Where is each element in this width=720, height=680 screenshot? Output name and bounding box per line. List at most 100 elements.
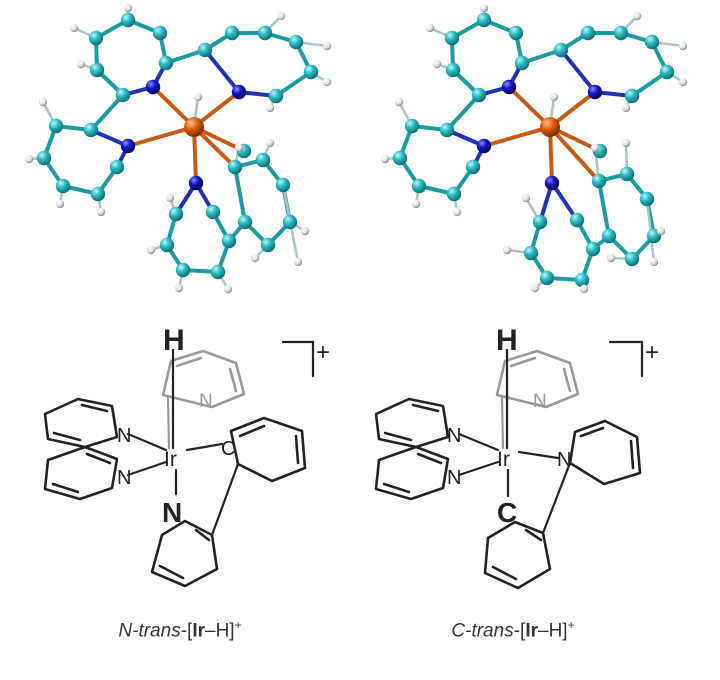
carbon-atom [303,64,319,80]
hydrogen-atom [530,283,540,293]
hydrogen-atom [678,77,688,87]
carbon-atom [36,150,52,166]
caption-bracket: -[ [513,620,526,642]
caption-bracket: -[ [180,620,193,642]
carbon-atom [237,214,253,230]
hydrogen-atom [96,207,106,217]
carbon-atom [275,177,291,193]
hydrogen-atom [394,97,404,107]
carbon-atom [569,212,585,228]
carbon-atom [90,186,106,202]
hydrogen-atom [123,3,133,13]
structure-n-trans-labels: H Ir N N N C N + [117,324,330,528]
hydrogen-atom [174,283,184,293]
carbon-atom [553,42,569,58]
hydrogen-atom [425,23,435,33]
hydrogen-atom [265,103,275,113]
carbon-atom [476,12,492,28]
hydrogen-atom [632,11,642,21]
hydrogen-atom [322,41,332,51]
carbon-atom [48,118,64,134]
hydrogen-atom [606,253,616,263]
carbon-atom [585,241,601,257]
hydrogen-atom [146,245,156,255]
carbon-atom [444,30,460,46]
hydrogen-atom [300,226,310,236]
bond [89,93,125,132]
hydrogen-atom [250,253,260,263]
carbon-atom [210,264,226,280]
carbon-atom [282,214,298,230]
ball-and-stick-model-c-trans [380,3,688,294]
iridium-atom [184,117,204,137]
bond [597,179,611,238]
nitrogen-atom [188,175,204,191]
hydrogen-atom [76,59,86,69]
bipyridine-ring-top [374,397,450,449]
carbon-atom [619,166,635,182]
carbon-atom [175,262,191,278]
carbon-atom [260,237,276,253]
iridium-atom [540,117,560,137]
bond [203,48,241,94]
hydrogen-atom [649,257,659,267]
phenyl-ring [229,416,307,483]
n-atom-label: N [533,391,547,412]
hydrogen-atom [432,59,442,69]
carbon-atom [404,118,420,134]
carbon-atom [580,25,596,41]
carbon-atom [55,178,71,194]
nitrogen-atom [501,79,517,95]
hydrogen-atom [24,154,34,164]
bond [550,181,579,222]
carbon-atom [514,55,530,71]
hydrogen-atom [55,199,65,209]
carbon-atom [613,25,629,41]
structure-c-trans [374,340,644,590]
carbon-atom [445,62,461,78]
carbon-atom [221,233,237,249]
n-atom-label: N [447,425,461,447]
carbon-atom [591,173,607,189]
caption-charge: + [567,618,575,632]
carbon-atom [539,270,555,286]
carbon-atom [446,186,462,202]
phenyl-ring-bottom [483,520,552,590]
hydrogen-atom [193,92,203,102]
pyridine-ring-pale [495,349,580,409]
hydrogen-atom [656,226,666,236]
hydride-label: H [496,324,518,357]
bipyridine-ring-bottom [374,445,450,501]
metal-label: Ir [164,448,177,471]
n-atom-label: N [199,391,213,412]
caption-c-trans: C-trans-[Ir–H]+ [343,618,683,642]
carbon-atom [471,87,487,103]
hydrogen-atom [223,284,233,294]
carbon-atom [159,237,175,253]
hydrogen-atom [265,138,275,148]
hydrogen-atom [38,97,48,107]
structure-c-trans-labels: H Ir N N N N C + [447,324,659,528]
nitrogen-atom [145,79,161,95]
carbon-atom [88,30,104,46]
carbon-atom [532,214,548,230]
bipyridine-ring-top [43,397,119,449]
bipyridine-ring-bottom [43,445,119,501]
trans-atom-label: C [497,497,517,528]
hydride-label: H [163,324,185,357]
caption-metal: Ir [525,620,538,642]
bond [126,125,196,148]
nitrogen-atom [231,84,247,100]
hydrogen-atom [293,257,303,267]
carbon-atom [205,204,221,220]
carbon-atom [158,55,174,71]
carbon-atom [574,272,590,288]
bonds [27,6,329,291]
carbon-atom [268,88,284,104]
bond [482,125,552,148]
carbon-atom [152,25,168,41]
carbon-atom [168,206,184,222]
carbon-atom [109,159,125,175]
carbon-atom [624,251,640,267]
